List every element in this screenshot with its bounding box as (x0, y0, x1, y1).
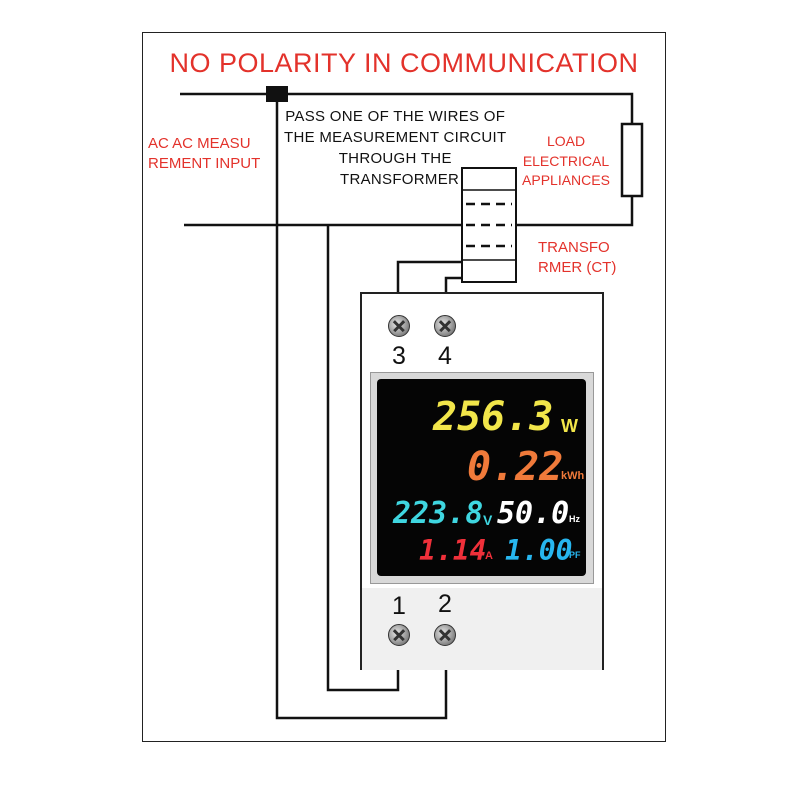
ct-lead-terminal-4 (444, 276, 462, 294)
voltage-unit: V (483, 512, 493, 528)
diagram-title: NO POLARITY IN COMMUNICATION (169, 48, 639, 78)
terminal-3-label: 3 (392, 342, 406, 370)
energy-value: 0.22 (467, 444, 564, 490)
terminal-1-screw-icon[interactable] (388, 624, 410, 646)
energy-unit: kWh (561, 470, 585, 482)
wire-junction (266, 86, 288, 102)
meter-top-terminals: 3 4 (362, 294, 602, 372)
transformer-label: TRANSFO RMER (CT) (538, 239, 617, 276)
power-unit: W (561, 416, 578, 436)
terminal-4-label: 4 (438, 342, 452, 370)
meter-bottom-terminals: 1 2 (362, 588, 602, 670)
ac-input-label: AC AC MEASU REMENT INPUT (148, 135, 261, 172)
frequency-unit: Hz (569, 514, 580, 524)
wire-to-terminal-1 (326, 225, 400, 692)
diagram-frame (142, 32, 666, 742)
terminal-2-screw-icon[interactable] (434, 624, 456, 646)
pass-wire-instruction: PASS ONE OF THE WIRES OF THE MEASUREMENT… (284, 108, 507, 188)
current-value: 1.14 (419, 534, 487, 567)
wire-to-terminal-2 (275, 94, 448, 720)
ct-lead-terminal-3 (396, 260, 462, 294)
frequency-value: 50.0 (497, 496, 570, 531)
neutral-wire-bottom (184, 196, 634, 227)
load-label: LOAD ELECTRICAL APPLIANCES (522, 133, 610, 188)
power-factor-value: 1.00 (505, 534, 573, 567)
terminal-1-label: 1 (392, 592, 406, 620)
current-transformer (461, 167, 517, 283)
voltage-value: 223.8 (393, 496, 484, 531)
energy-meter: 3 4 256.3 W 0.22 kWh 223.8 V 50.0 Hz 1.1… (360, 292, 604, 670)
line-wire-top (180, 92, 634, 124)
lcd-display: 256.3 W 0.22 kWh 223.8 V 50.0 Hz 1.14 A … (377, 379, 586, 576)
terminal-2-label: 2 (438, 590, 452, 618)
power-factor-unit: PF (569, 550, 581, 560)
display-bezel: 256.3 W 0.22 kWh 223.8 V 50.0 Hz 1.14 A … (370, 372, 594, 584)
current-unit: A (485, 550, 493, 562)
power-value: 256.3 (433, 394, 554, 440)
load-resistor (620, 122, 644, 198)
terminal-3-screw-icon[interactable] (388, 315, 410, 337)
terminal-4-screw-icon[interactable] (434, 315, 456, 337)
